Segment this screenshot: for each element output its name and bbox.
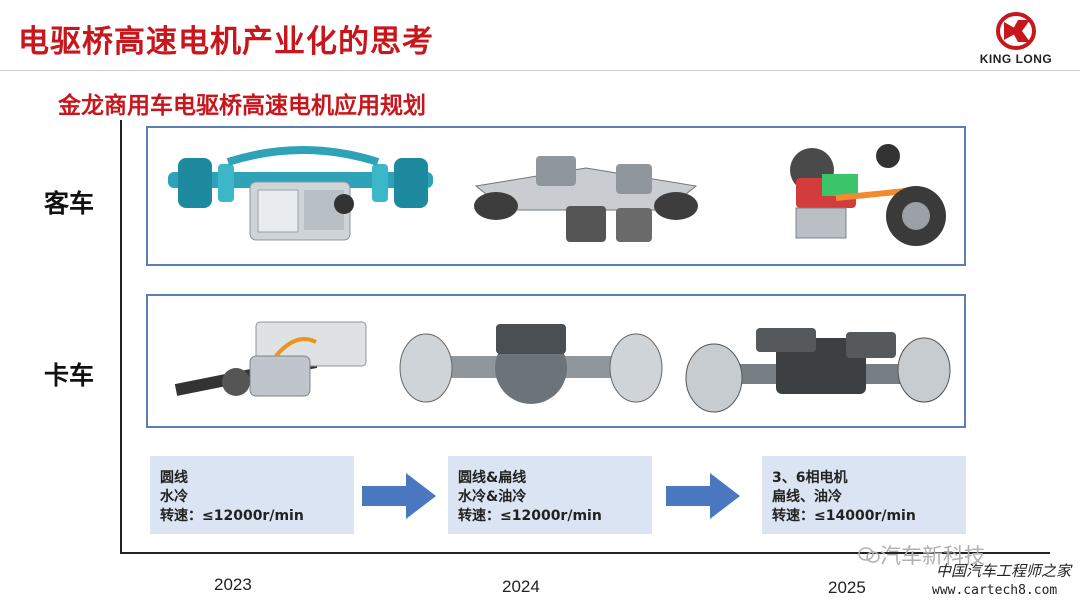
year-label-2025: 2025 (828, 578, 866, 597)
watermark-wechat: 汽车新科技 (880, 544, 985, 568)
truck-tandem-axle-image (685, 328, 951, 413)
bus-e-axle-image (168, 146, 433, 241)
spec-line: 水冷 (160, 489, 188, 505)
section-subtitle: 金龙商用车电驱桥高速电机应用规划 (58, 93, 426, 119)
year-label-2023: 2023 (214, 575, 252, 594)
bus-wheel-motor-image (790, 144, 946, 246)
watermark-site-url: www.cartech8.com (932, 583, 1058, 598)
spec-line: 3、6相电机 (772, 470, 848, 486)
spec-line: 扁线、油冷 (772, 489, 842, 505)
king-long-logo-icon (996, 12, 1036, 50)
header-divider (0, 70, 1080, 71)
page-title: 电驱桥高速电机产业化的思考 (18, 24, 434, 60)
spec-line: 圆线&扁线 (458, 470, 527, 486)
spec-line: 转速：≤14000r/min (772, 508, 916, 524)
row-label-bus: 客车 (44, 189, 95, 218)
wechat-icon (858, 547, 880, 563)
logo-text: KING LONG (979, 52, 1053, 66)
watermark-site-cn: 中国汽车工程师之家 (936, 562, 1072, 580)
spec-line: 水冷&油冷 (458, 489, 527, 505)
spec-box-2023: 圆线 水冷 转速：≤12000r/min (150, 456, 354, 534)
year-label-2024: 2024 (502, 577, 540, 596)
truck-image-panel (146, 294, 966, 428)
truck-axle-image (399, 324, 663, 404)
spec-line: 转速：≤12000r/min (160, 508, 304, 524)
king-long-logo: KING LONG (968, 12, 1064, 70)
bus-image-panel (146, 126, 966, 266)
right-arrow-icon (362, 473, 436, 519)
truck-e-axle-image (174, 321, 367, 397)
timeline-x-axis (120, 552, 1050, 554)
spec-line: 转速：≤12000r/min (458, 508, 602, 524)
spec-line: 圆线 (160, 470, 188, 486)
row-label-truck: 卡车 (44, 361, 95, 390)
spec-box-2025: 3、6相电机 扁线、油冷 转速：≤14000r/min (762, 456, 966, 534)
timeline-y-axis (120, 120, 122, 553)
right-arrow-icon (666, 473, 740, 519)
bus-chassis-image (474, 156, 698, 242)
spec-box-2024: 圆线&扁线 水冷&油冷 转速：≤12000r/min (448, 456, 652, 534)
